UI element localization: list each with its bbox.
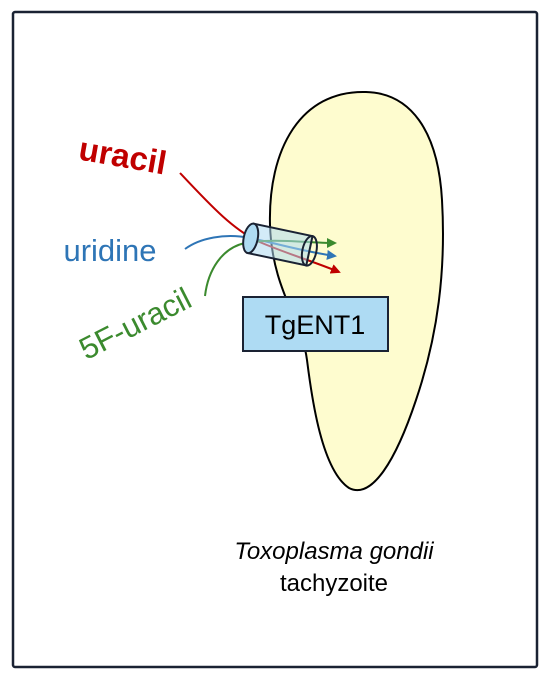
organism-name: Toxoplasma gondii <box>234 538 434 565</box>
uridine-label: uridine <box>63 233 156 268</box>
tachyzoite-cell <box>268 90 444 491</box>
transporter-channel <box>242 222 318 267</box>
transporter-label: TgENT1 <box>265 310 366 340</box>
transporter-label-box <box>242 296 389 352</box>
organism-stage: tachyzoite <box>280 570 388 597</box>
